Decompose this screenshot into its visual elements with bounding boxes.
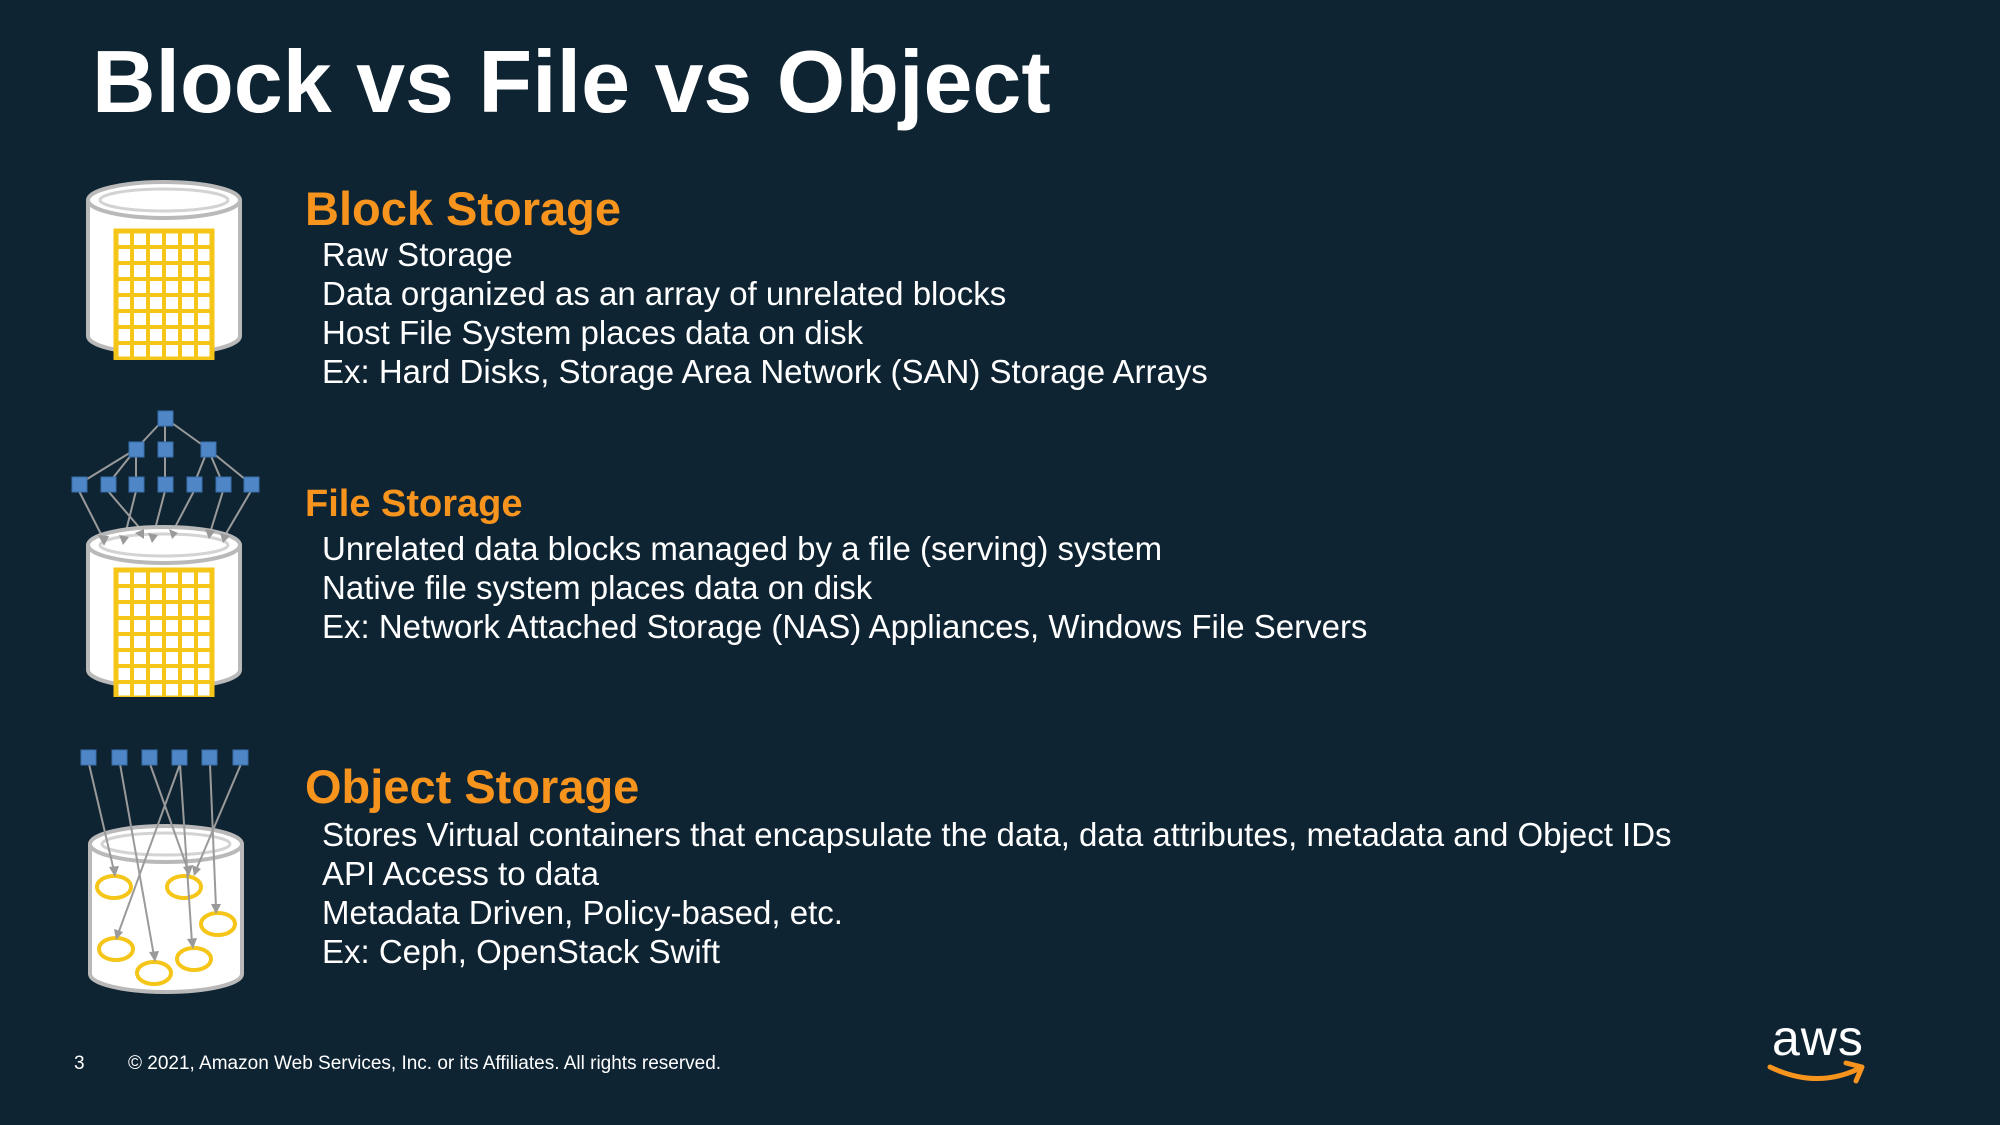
file-storage-heading: File Storage — [305, 483, 523, 525]
object-storage-cylinder-icon — [80, 749, 249, 994]
object-storage-line-4: Ex: Ceph, OpenStack Swift — [322, 932, 721, 970]
object-storage-section: Object Storage Stores Virtual containers… — [305, 761, 1672, 971]
object-storage-heading: Object Storage — [305, 760, 640, 813]
aws-smile-arrow-icon — [1767, 1060, 1865, 1084]
block-storage-section: Block Storage Raw Storage Data organized… — [305, 183, 1208, 391]
object-storage-line-3: Metadata Driven, Policy-based, etc. — [322, 893, 843, 931]
file-storage-line-3: Ex: Network Attached Storage (NAS) Appli… — [322, 607, 1368, 645]
file-storage-line-1: Unrelated data blocks managed by a file … — [322, 529, 1163, 567]
page-title: Block vs File vs Object — [92, 32, 1051, 131]
object-storage-line-2: API Access to data — [322, 854, 599, 892]
copyright-notice: © 2021, Amazon Web Services, Inc. or its… — [128, 1053, 722, 1074]
file-storage-line-2: Native file system places data on disk — [322, 568, 873, 606]
block-storage-cylinder-icon — [86, 180, 242, 360]
file-storage-section: File Storage Unrelated data blocks manag… — [305, 483, 1368, 646]
block-storage-line-1: Raw Storage — [322, 235, 513, 273]
page-number: 3 — [74, 1053, 85, 1074]
aws-logo-text: aws — [1772, 1010, 1864, 1066]
block-storage-heading: Block Storage — [305, 182, 622, 235]
block-storage-line-2: Data organized as an array of unrelated … — [322, 274, 1007, 312]
object-storage-line-1: Stores Virtual containers that encapsula… — [322, 815, 1672, 853]
file-storage-tree-cylinder-icon — [71, 410, 260, 697]
aws-logo: aws — [1766, 1010, 1876, 1090]
block-storage-line-4: Ex: Hard Disks, Storage Area Network (SA… — [322, 352, 1208, 390]
block-storage-line-3: Host File System places data on disk — [322, 313, 864, 351]
